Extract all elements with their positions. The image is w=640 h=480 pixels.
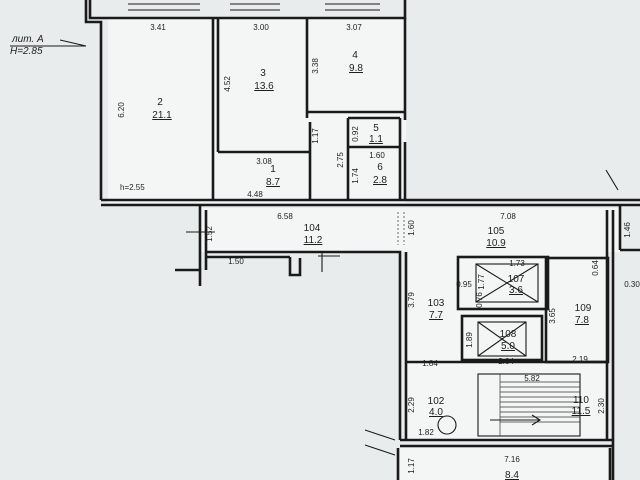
dim-1-60-upper: 1.60 (369, 151, 385, 160)
dim-0-76: 0.76 (475, 292, 484, 308)
dim-1-17-lower: 1.17 (407, 458, 416, 474)
dim-1-77: 1.77 (477, 274, 486, 290)
room-area-bottom: 8.4 (505, 470, 519, 480)
dim-7-16: 7.16 (504, 455, 520, 464)
room-number-102: 102 (428, 396, 445, 407)
room-number-104: 104 (304, 223, 321, 234)
dim-1-52: 1.52 (205, 226, 214, 242)
lit-label: лит. А (11, 34, 44, 45)
elevator-shafts (406, 255, 610, 364)
room-number-109: 109 (575, 303, 592, 314)
room-labels: 2 21.1 3 13.6 4 9.8 1 8.7 5 1.1 6 2.8 10… (152, 50, 592, 480)
height-note: h=2.55 (120, 183, 145, 192)
room-area-4: 9.8 (349, 63, 363, 74)
room-area-102: 4.0 (429, 407, 443, 418)
dim-2-64: 2.64 (498, 357, 514, 366)
partitions (128, 3, 405, 245)
dim-7-08: 7.08 (500, 212, 516, 221)
room-area-110: 11.5 (572, 406, 591, 417)
room-number-5: 5 (373, 123, 379, 134)
dim-0-95: 0.95 (456, 280, 472, 289)
room-number-105: 105 (488, 226, 505, 237)
dim-3-41: 3.41 (150, 23, 166, 32)
room-area-105: 10.9 (486, 238, 506, 249)
dim-2-19: 2.19 (572, 355, 588, 364)
dim-0-92: 0.92 (351, 126, 360, 142)
room-area-6: 2.8 (373, 175, 387, 186)
room-number-103: 103 (428, 298, 445, 309)
dim-4-52: 4.52 (223, 76, 232, 92)
room-number-107: 107 (508, 274, 525, 285)
dim-1-73: 1.73 (509, 259, 525, 268)
room-area-1: 8.7 (266, 177, 280, 188)
room-area-108: 5.0 (501, 341, 515, 352)
staircase (477, 373, 581, 437)
dim-1-82: 1.82 (418, 428, 434, 437)
dim-2-29: 2.29 (407, 397, 416, 413)
room-number-6: 6 (377, 162, 383, 173)
dim-3-79: 3.79 (407, 292, 416, 308)
room-area-2: 21.1 (152, 110, 172, 121)
room-number-4: 4 (352, 50, 358, 61)
room-area-104: 11.2 (304, 235, 323, 246)
dim-3-00: 3.00 (253, 23, 269, 32)
room-number-3: 3 (260, 68, 266, 79)
room-area-103: 7.7 (429, 310, 443, 321)
dimension-labels: 3.41 3.00 3.07 6.20 4.52 3.38 3.08 1.17 … (117, 23, 640, 474)
dim-3-07: 3.07 (346, 23, 362, 32)
walls (84, 0, 640, 480)
dim-6-58: 6.58 (277, 212, 293, 221)
dim-1-50: 1.50 (228, 257, 244, 266)
dim-3-65: 3.65 (548, 308, 557, 324)
dim-1-74: 1.74 (351, 168, 360, 184)
height-label: H=2.85 (10, 46, 43, 57)
dim-3-08: 3.08 (256, 157, 272, 166)
dim-0-64: 0.64 (591, 260, 600, 276)
dim-2-75: 2.75 (336, 152, 345, 168)
dim-1-46: 1.46 (623, 222, 632, 238)
title-block: лит. А H=2.85 h=2.55 (10, 34, 145, 192)
dim-1-60-corridor: 1.60 (407, 220, 416, 236)
room-number-2: 2 (157, 97, 163, 108)
dim-1-84: 1.84 (422, 359, 438, 368)
room-number-108: 108 (500, 329, 517, 340)
room-area-3: 13.6 (254, 81, 274, 92)
dim-0-30: 0.30 (624, 280, 640, 289)
dim-2-30: 2.30 (597, 398, 606, 414)
dim-5-82: 5.82 (524, 374, 540, 383)
room-area-107: 3.6 (509, 285, 523, 296)
dim-3-38: 3.38 (311, 58, 320, 74)
dim-1-89: 1.89 (465, 332, 474, 348)
room-area-109: 7.8 (575, 315, 589, 326)
room-number-110: 110 (573, 395, 589, 406)
dim-6-20: 6.20 (117, 102, 126, 118)
room-area-5: 1.1 (369, 134, 383, 145)
corridor-details (186, 169, 619, 456)
dim-1-17-upper: 1.17 (311, 128, 320, 144)
dim-4-48: 4.48 (247, 190, 263, 199)
room-number-1: 1 (270, 164, 276, 175)
